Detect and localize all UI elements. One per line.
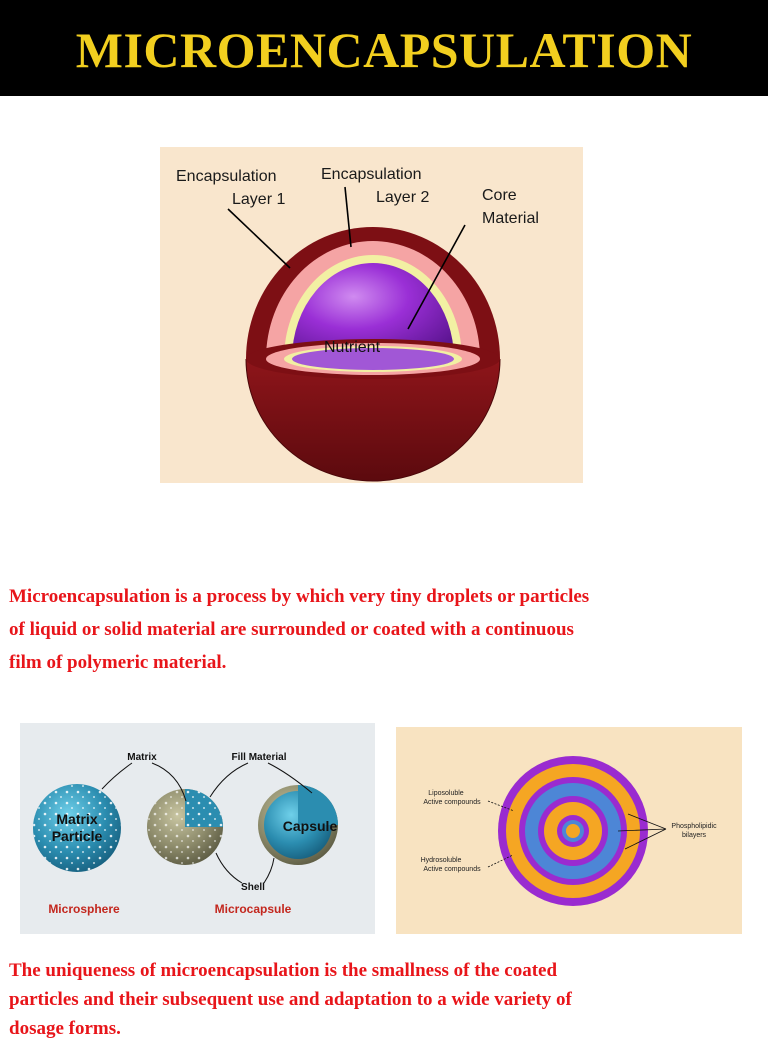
definition-line: of liquid or solid material are surround… bbox=[9, 613, 589, 646]
label-core-line2: Material bbox=[482, 210, 539, 227]
label-hydrosoluble-line2: Active compounds bbox=[423, 866, 481, 873]
definition-paragraph: Microencapsulation is a process by which… bbox=[9, 580, 589, 679]
microcapsule-layers-figure: Encapsulation Layer 1 Encapsulation Laye… bbox=[160, 147, 583, 483]
definition-line: Microencapsulation is a process by which… bbox=[9, 580, 589, 613]
caption-microcapsule: Microcapsule bbox=[215, 902, 292, 916]
caption-microsphere: Microsphere bbox=[48, 902, 120, 916]
label-liposoluble-line2: Active compounds bbox=[423, 799, 481, 806]
uniqueness-line: The uniqueness of microencapsulation is … bbox=[9, 956, 572, 985]
label-hydrosoluble-line1: Hydrosoluble bbox=[421, 857, 462, 864]
definition-line: film of polymeric material. bbox=[9, 646, 589, 679]
label-shell: Shell bbox=[241, 882, 265, 893]
uniqueness-paragraph: The uniqueness of microencapsulation is … bbox=[9, 956, 572, 1043]
label-phospholipidic-line1: Phospholipidic bbox=[671, 823, 717, 830]
label-liposoluble-line1: Liposoluble bbox=[428, 790, 464, 797]
ring-center-orange bbox=[566, 824, 580, 838]
label-matrix-particle-line2: Particle bbox=[52, 828, 103, 844]
label-core-line1: Core bbox=[482, 187, 517, 204]
label-layer2-line1: Encapsulation bbox=[321, 166, 422, 183]
label-layer1-line1: Encapsulation bbox=[176, 168, 277, 185]
microsphere-microcapsule-figure: Matrix Particle Capsule Matrix Fill Mate… bbox=[20, 723, 375, 934]
label-nutrient: Nutrient bbox=[324, 339, 381, 356]
label-phospholipidic-line2: bilayers bbox=[682, 832, 707, 839]
label-matrix: Matrix bbox=[127, 752, 157, 763]
label-matrix-particle-line1: Matrix bbox=[56, 811, 97, 827]
uniqueness-line: dosage forms. bbox=[9, 1014, 572, 1043]
uniqueness-line: particles and their subsequent use and a… bbox=[9, 985, 572, 1014]
page-title: MICROENCAPSULATION bbox=[0, 0, 768, 96]
label-layer2-line2: Layer 2 bbox=[376, 189, 429, 206]
label-fill-material: Fill Material bbox=[231, 752, 286, 763]
label-layer1-line2: Layer 1 bbox=[232, 191, 285, 208]
liposome-figure: Liposoluble Active compounds Hydrosolubl… bbox=[396, 727, 742, 934]
label-capsule: Capsule bbox=[283, 818, 338, 834]
